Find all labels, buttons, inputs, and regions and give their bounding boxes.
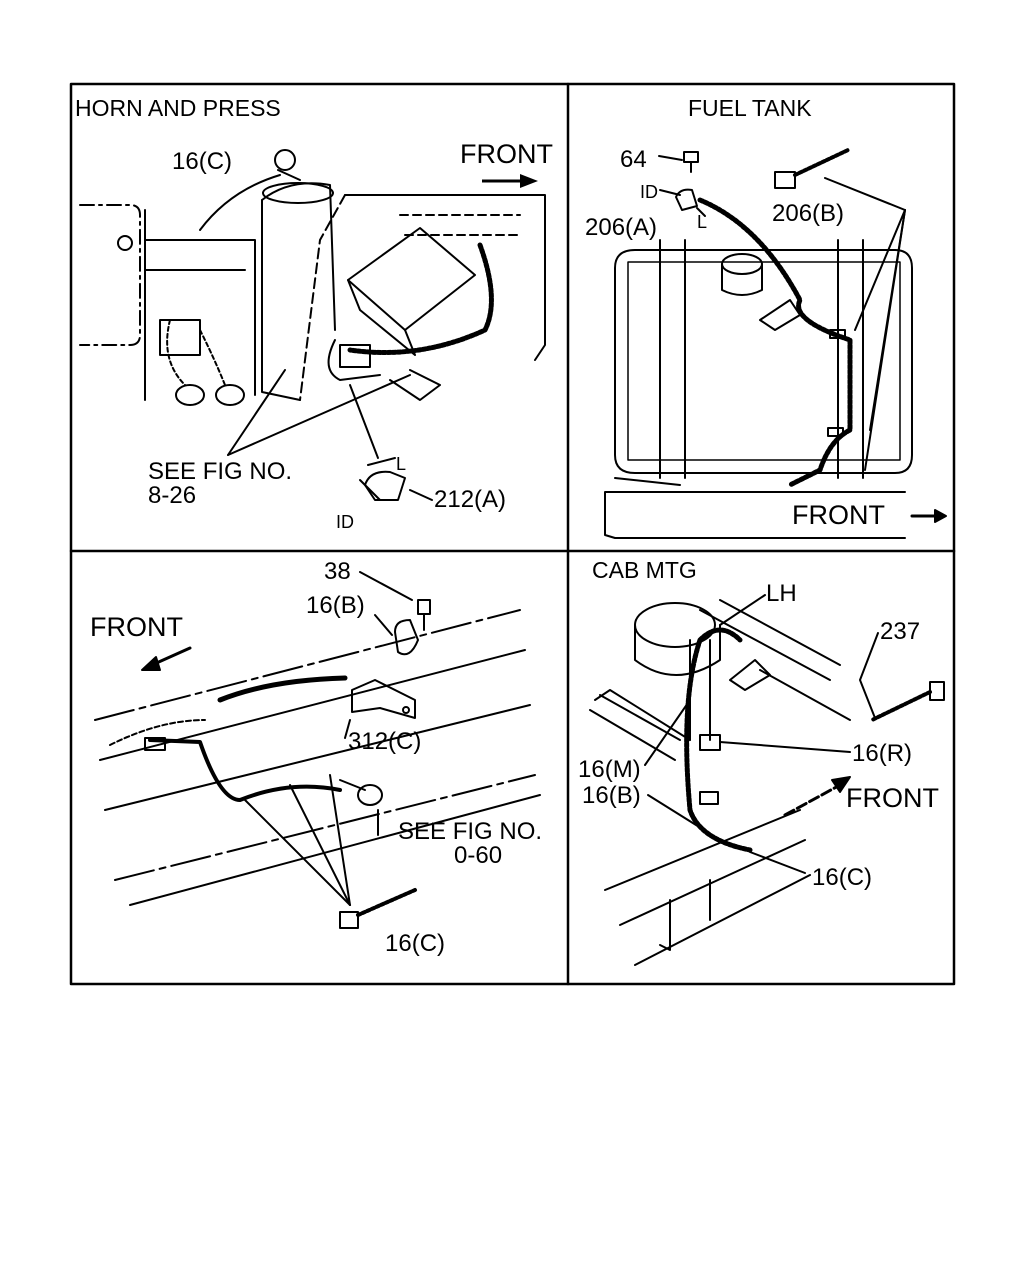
front-label-cab: FRONT — [846, 783, 939, 813]
horn-press-title: HORN AND PRESS — [75, 95, 281, 121]
dim-l-label-fuel: L — [697, 212, 708, 232]
see-fig-label-horn: SEE FIG NO. — [148, 458, 293, 485]
fuel-tank-drawing — [604, 148, 947, 539]
front-arrow-panel-1 — [482, 174, 538, 188]
front-label-horn: FRONT — [460, 139, 553, 169]
clip-16b-label-rear: 16(B) — [306, 592, 365, 619]
clamp-212a-label: 212(A) — [434, 486, 507, 513]
rear-frame-drawing — [94, 571, 541, 929]
bolt-38-label: 38 — [324, 558, 351, 585]
clip-16c-label-cab: 16(C) — [812, 864, 873, 891]
clip-16r-label: 16(R) — [852, 740, 913, 767]
clip-16b-label-cab: 16(B) — [582, 782, 641, 809]
dim-id-label-horn: ID — [336, 512, 354, 532]
bracket-312c-label: 312(C) — [348, 728, 422, 755]
clip-16m-label: 16(M) — [578, 756, 641, 783]
tie-206b-label: 206(B) — [772, 200, 845, 227]
side-lh-label: LH — [766, 580, 797, 607]
dim-l-label-horn: L — [396, 454, 407, 474]
cab-mtg-title: CAB MTG — [592, 557, 697, 583]
front-label-fuel: FRONT — [792, 500, 885, 530]
diagram-border — [69, 82, 956, 986]
tie-237-label: 237 — [880, 618, 921, 645]
see-fig-number-horn: 8-26 — [148, 482, 197, 509]
horn-press-drawing — [79, 149, 546, 501]
clip-16c-label-horn: 16(C) — [172, 148, 233, 175]
fuel-tank-title: FUEL TANK — [688, 95, 812, 121]
bolt-64-label: 64 — [620, 146, 647, 173]
see-fig-label-rear: SEE FIG NO. — [398, 818, 543, 845]
tie-16c-label-rear: 16(C) — [385, 930, 446, 957]
clamp-206a-label: 206(A) — [585, 214, 658, 241]
cab-mtg-drawing — [589, 594, 945, 966]
front-label-rear: FRONT — [90, 612, 183, 642]
see-fig-number-rear: 0-60 — [454, 842, 503, 869]
dim-id-label-fuel: ID — [640, 182, 658, 202]
